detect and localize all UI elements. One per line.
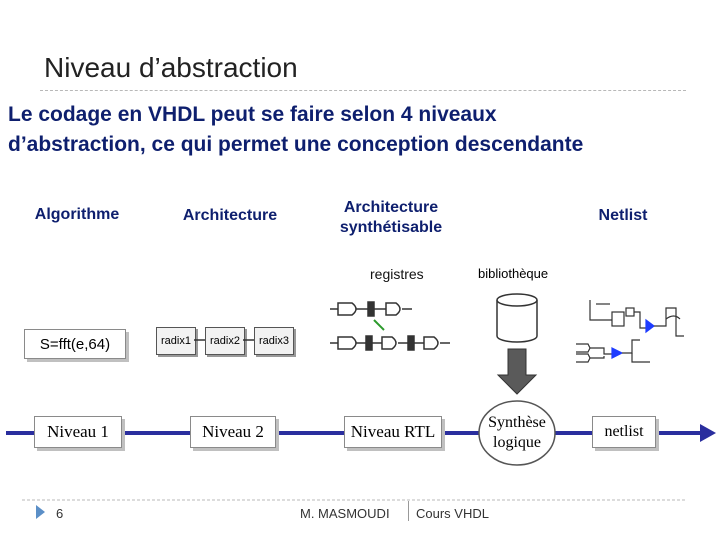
library-cylinder-icon xyxy=(496,293,538,343)
niveau2-box: Niveau 2 xyxy=(190,416,276,448)
label-bibliotheque: bibliothèque xyxy=(478,266,549,281)
col-architecture: Architecture xyxy=(182,207,278,224)
subtitle-line-2: d’abstraction, ce qui permet une concept… xyxy=(8,133,584,156)
radix3-box: radix3 xyxy=(254,327,294,355)
rtl-gate-2 xyxy=(385,302,401,316)
synthese-line1: Synthèse xyxy=(488,414,546,431)
netlist-box: netlist xyxy=(592,416,656,448)
col-architecture-synthetisable-line1: Architecture xyxy=(343,199,439,216)
rtl-highlight-arrow xyxy=(373,319,385,331)
niveau-rtl-box: Niveau RTL xyxy=(344,416,442,448)
rtl-register-2 xyxy=(365,335,373,351)
radix2-box: radix2 xyxy=(205,327,245,355)
slide-title: Niveau d’abstraction xyxy=(44,52,298,83)
netlist-schematic xyxy=(576,300,684,363)
rtl-gate-5 xyxy=(423,336,439,350)
rtl-schematic xyxy=(330,301,450,351)
niveau1-box: Niveau 1 xyxy=(34,416,122,448)
subtitle-line-1: Le codage en VHDL peut se faire selon 4 … xyxy=(8,103,497,126)
down-arrow-icon xyxy=(496,348,538,395)
fft-box: S=fft(e,64) xyxy=(24,329,126,359)
synthese-logique-label: Synthèse logique xyxy=(479,413,555,453)
rtl-gate-1 xyxy=(337,302,357,316)
footer-separator xyxy=(408,501,409,521)
synthese-ellipse xyxy=(478,400,556,466)
footer-author: M. MASMOUDI xyxy=(300,506,390,521)
footer-bullet-icon xyxy=(36,505,45,519)
col-architecture-synthetisable-line2: synthétisable xyxy=(339,219,443,236)
rtl-register-1 xyxy=(367,301,375,317)
title-rule xyxy=(40,90,686,91)
col-architecture-synthetisable: Architecture synthétisable xyxy=(326,198,456,238)
col-netlist: Netlist xyxy=(598,207,648,224)
rtl-gate-4 xyxy=(381,336,397,350)
synthese-line2: logique xyxy=(493,434,541,451)
page-number: 6 xyxy=(56,506,64,521)
rtl-register-3 xyxy=(407,335,415,351)
label-registres: registres xyxy=(370,266,424,282)
footer-course: Cours VHDL xyxy=(416,506,489,521)
radix1-box: radix1 xyxy=(156,327,196,355)
slide-subtitle: Le codage en VHDL peut se faire selon 4 … xyxy=(8,100,583,160)
col-algorithme: Algorithme xyxy=(34,206,120,223)
rtl-gate-3 xyxy=(337,336,357,350)
timeline-arrowhead-icon xyxy=(700,424,716,442)
